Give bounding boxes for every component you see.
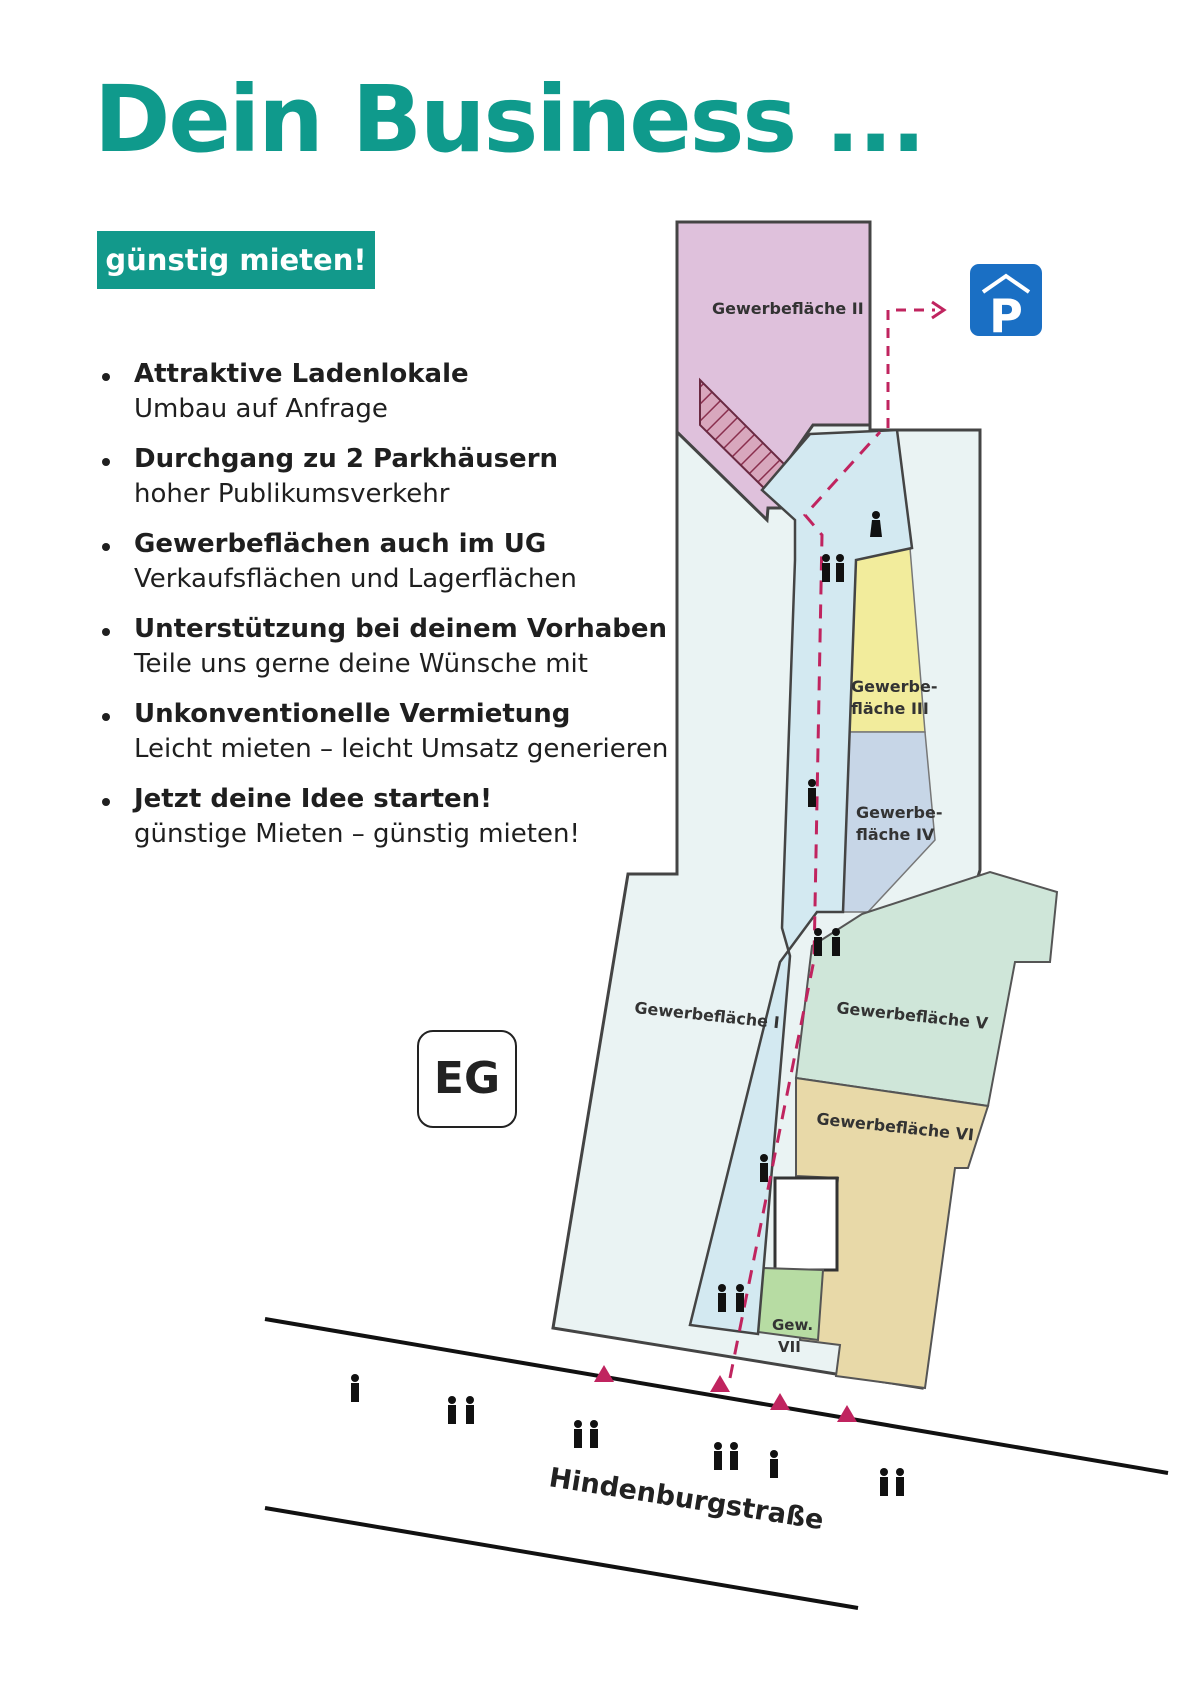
pedestrian-icon (718, 1284, 726, 1312)
pedestrian-icon (574, 1420, 582, 1448)
street-line-top (264, 1317, 1169, 1475)
entrance-marker (710, 1375, 730, 1392)
parking-icon: P (970, 264, 1042, 343)
parking-route (886, 308, 935, 428)
feature-title: Gewerbeflächen auch im UG (134, 529, 547, 559)
feature-subtitle: hoher Publikumsverkehr (134, 479, 450, 509)
pedestrian-icon (714, 1442, 722, 1470)
pedestrian-icon (822, 554, 830, 582)
pedestrian-icon (880, 1468, 888, 1496)
feature-subtitle: Verkaufsflächen und Lagerflächen (134, 564, 577, 594)
route-arrowhead (931, 300, 947, 320)
street-name: Hindenburgstraße (547, 1462, 826, 1536)
list-item: Unkonventionelle Vermietung Leicht miete… (100, 697, 669, 767)
area-label-3: Gewerbe- fläche III (851, 677, 943, 718)
list-item: Attraktive Ladenlokale Umbau auf Anfrage (100, 357, 660, 427)
corridor (688, 428, 914, 1336)
floor-label: EG (417, 1030, 517, 1128)
parking-symbol: P (989, 289, 1023, 343)
page-title: Dein Business ... (94, 66, 926, 173)
entrance-marker (770, 1393, 790, 1410)
feature-title: Attraktive Ladenlokale (134, 359, 469, 389)
street-line-bottom (264, 1506, 859, 1610)
list-item: Gewerbeflächen auch im UG Verkaufsfläche… (100, 527, 660, 597)
feature-title: Jetzt deine Idee starten! (134, 784, 493, 814)
feature-subtitle: günstige Mieten – günstig mieten! (134, 819, 580, 849)
list-item: Durchgang zu 2 Parkhäusern hoher Publiku… (100, 442, 660, 512)
pedestrian-icon (836, 554, 844, 582)
feature-title: Durchgang zu 2 Parkhäusern (134, 444, 559, 474)
area-label-7: Gew. VII (772, 1316, 818, 1356)
area-label-2: Gewerbefläche II (712, 299, 864, 318)
inner-block (773, 1176, 839, 1272)
list-item: Unterstützung bei deinem Vorhaben Teile … (100, 612, 668, 682)
entrance-marker (837, 1405, 857, 1422)
pedestrians (351, 511, 904, 1496)
visitor-route (728, 430, 882, 1379)
entrance-marker (594, 1365, 614, 1382)
list-item: Jetzt deine Idee starten! günstige Miete… (100, 782, 660, 852)
feature-subtitle: Leicht mieten – leicht Umsatz generieren (134, 734, 669, 764)
pedestrian-icon (351, 1374, 359, 1402)
pedestrian-icon (896, 1468, 904, 1496)
feature-list: Attraktive Ladenlokale Umbau auf Anfrage… (100, 357, 669, 867)
pedestrian-icon (448, 1396, 456, 1424)
pedestrian-icon (736, 1284, 744, 1312)
pedestrian-icon (870, 511, 882, 537)
feature-subtitle: Umbau auf Anfrage (134, 394, 388, 424)
feature-subtitle: Teile uns gerne deine Wünsche mit (134, 649, 588, 679)
pedestrian-icon (832, 928, 840, 956)
promo-badge: günstig mieten! (97, 231, 375, 289)
pedestrian-icon (590, 1420, 598, 1448)
feature-title: Unkonventionelle Vermietung (134, 699, 571, 729)
pedestrian-icon (770, 1450, 778, 1478)
pedestrian-icon (730, 1442, 738, 1470)
feature-title: Unterstützung bei deinem Vorhaben (134, 614, 668, 644)
pedestrian-icon (466, 1396, 474, 1424)
pedestrian-icon (808, 779, 816, 807)
pedestrian-icon (814, 928, 822, 956)
area-label-4: Gewerbe- fläche IV (856, 803, 948, 844)
pedestrian-icon (760, 1154, 768, 1182)
